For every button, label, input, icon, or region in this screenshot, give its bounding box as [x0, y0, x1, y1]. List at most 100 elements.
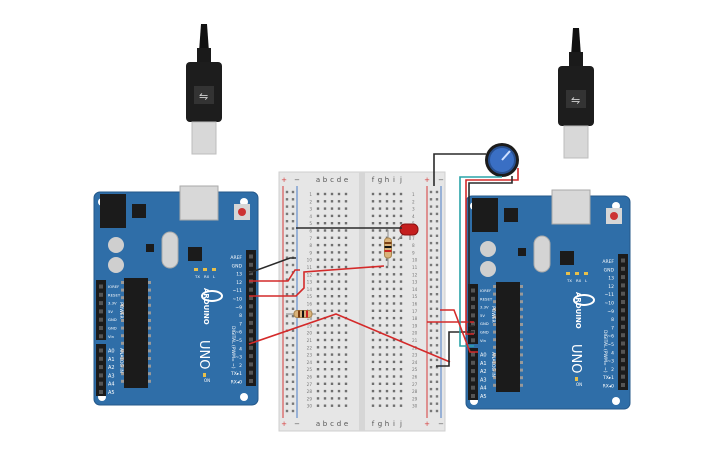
- header-pin[interactable]: [471, 360, 475, 365]
- header-pin[interactable]: [621, 366, 625, 371]
- chip-pin: [493, 315, 496, 319]
- bb-hole: [323, 309, 327, 312]
- bb-hole: [344, 375, 348, 378]
- header-pin[interactable]: [99, 334, 103, 339]
- header-pin[interactable]: [249, 354, 253, 359]
- bb-hole: [337, 404, 341, 407]
- header-pin[interactable]: [621, 341, 625, 346]
- header-pin[interactable]: [99, 301, 103, 306]
- header-pin[interactable]: [99, 373, 103, 378]
- chip-pin: [520, 315, 523, 319]
- rail-hole: [435, 227, 439, 230]
- resistor-vertical[interactable]: [384, 230, 392, 266]
- rail-hole: [291, 409, 295, 413]
- header-pin[interactable]: [471, 385, 475, 390]
- analog-pin-label: A4: [108, 382, 115, 388]
- bb-hole: [330, 309, 334, 312]
- header-pin[interactable]: [249, 370, 253, 375]
- header-pin[interactable]: [471, 394, 475, 398]
- header-pin[interactable]: [471, 288, 475, 293]
- header-pin[interactable]: [249, 304, 253, 309]
- wire-black-right-gnd[interactable]: [436, 331, 474, 367]
- header-pin[interactable]: [621, 316, 625, 321]
- chip-pin: [148, 357, 151, 360]
- header-pin[interactable]: [471, 305, 475, 310]
- wire-red-pin6[interactable]: [248, 313, 451, 363]
- header-pin[interactable]: [99, 390, 103, 394]
- header-pin[interactable]: [471, 369, 475, 374]
- wire-red-pin11[interactable]: [249, 265, 385, 297]
- red-led[interactable]: [397, 223, 419, 241]
- header-pin[interactable]: [99, 365, 103, 370]
- potentiometer[interactable]: [485, 143, 519, 177]
- header-pin[interactable]: [621, 324, 625, 329]
- header-pin[interactable]: [621, 374, 625, 379]
- header-pin[interactable]: [99, 309, 103, 314]
- rail-hole: [285, 395, 289, 398]
- header-pin[interactable]: [249, 287, 253, 292]
- header-pin[interactable]: [621, 300, 625, 304]
- resistor-horizontal[interactable]: [286, 310, 316, 318]
- bb-hole: [330, 316, 334, 320]
- header-pin[interactable]: [621, 275, 625, 280]
- header-pin[interactable]: [99, 292, 103, 297]
- header-pin[interactable]: [249, 320, 253, 325]
- header-pin[interactable]: [99, 381, 103, 386]
- header-pin[interactable]: [99, 284, 103, 289]
- header-pin[interactable]: [249, 379, 253, 383]
- header-pin[interactable]: [99, 348, 103, 353]
- rail-hole: [435, 314, 439, 318]
- header-pin[interactable]: [471, 296, 475, 301]
- header-pin[interactable]: [471, 377, 475, 382]
- header-pin[interactable]: [249, 329, 253, 334]
- breadboard[interactable]: 1122334455667788991010111112121313141415…: [278, 171, 446, 432]
- header-pin[interactable]: [249, 362, 253, 367]
- bb-hole: [385, 389, 389, 393]
- arduino-uno-right[interactable]: AREFGND1312~11~10~987~6~54~32TX▸1RX◂0IOR…: [465, 189, 631, 410]
- header-pin[interactable]: [621, 333, 625, 338]
- header-pin[interactable]: [621, 266, 625, 271]
- wire-red-pot[interactable]: [465, 168, 519, 335]
- wire-black-pot[interactable]: [433, 153, 486, 186]
- header-pin[interactable]: [249, 345, 253, 350]
- header-pin[interactable]: [249, 337, 253, 342]
- column-letter: c: [330, 176, 334, 184]
- header-pin[interactable]: [621, 291, 625, 296]
- header-pin[interactable]: [99, 326, 103, 330]
- wire-red-a0-right[interactable]: [440, 309, 478, 353]
- header-pin[interactable]: [99, 356, 103, 361]
- wire-black-gnd-left[interactable]: [248, 257, 296, 274]
- header-pin[interactable]: [621, 358, 625, 363]
- reset-button-cap[interactable]: [610, 212, 618, 220]
- arduino-uno-left[interactable]: AREFGND1312~11~10~987~6~54~32TX▸1RX◂0IOR…: [93, 185, 259, 406]
- header-pin[interactable]: [621, 308, 625, 313]
- bb-hole: [399, 404, 403, 407]
- header-pin[interactable]: [249, 254, 253, 259]
- header-pin[interactable]: [621, 349, 625, 354]
- rail-hole: [435, 336, 439, 340]
- header-pin[interactable]: [471, 313, 475, 318]
- header-pin[interactable]: [249, 296, 253, 300]
- header-pin[interactable]: [249, 312, 253, 317]
- header-pin[interactable]: [471, 352, 475, 357]
- reset-button-cap[interactable]: [238, 208, 246, 216]
- header-pin[interactable]: [471, 338, 475, 343]
- usb-cable-collar: [197, 48, 211, 62]
- header-pin[interactable]: [99, 317, 103, 322]
- wire-red-pin13[interactable]: [249, 269, 300, 282]
- bb-hole: [385, 258, 389, 261]
- header-pin[interactable]: [249, 262, 253, 267]
- header-pin[interactable]: [621, 383, 625, 387]
- wire-black-right-gnd2[interactable]: [468, 176, 513, 327]
- rail-hole: [435, 300, 439, 303]
- bb-hole: [337, 295, 341, 298]
- header-pin[interactable]: [471, 321, 475, 326]
- header-pin[interactable]: [621, 283, 625, 288]
- header-pin[interactable]: [621, 258, 625, 263]
- rail-hole: [285, 271, 289, 274]
- bb-hole: [399, 295, 403, 298]
- bb-hole: [323, 375, 327, 378]
- bb-hole: [371, 229, 375, 232]
- status-led: [575, 272, 579, 275]
- bb-hole: [371, 316, 375, 320]
